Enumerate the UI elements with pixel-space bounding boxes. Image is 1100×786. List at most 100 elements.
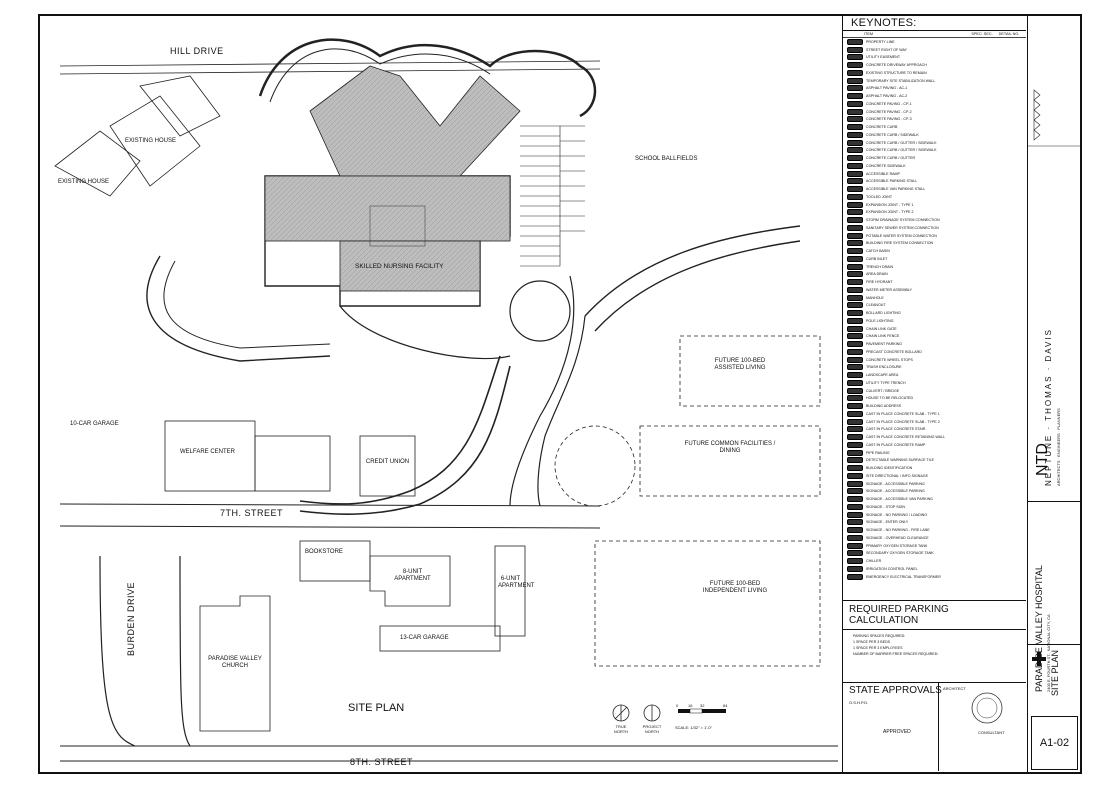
- keynote-item: HOUSE TO BE RELOCATED: [866, 396, 914, 401]
- keynote-item: STORM DRAINAGE SYSTEM CONNECTION: [866, 218, 940, 223]
- keynote-row: POTABLE WATER SYSTEM CONNECTION: [843, 232, 1026, 240]
- keynote-item: ACCESSIBLE PARKING STALL: [866, 179, 918, 184]
- keynotes-title: KEYNOTES:: [843, 16, 1026, 31]
- keynote-item: CAST IN PLACE CONCRETE RETAINING WALL: [866, 435, 946, 440]
- keynote-row: ASPHALT PAVING - AC-2: [843, 92, 1026, 100]
- keynote-number-tag: [847, 418, 863, 425]
- keynote-number-tag: [847, 496, 863, 503]
- scale-bar: [678, 708, 726, 714]
- keynote-row: CHAIN LINK GATE: [843, 325, 1026, 333]
- keynote-number-tag: [847, 480, 863, 487]
- keynote-item: CONCRETE DRIVEWAY APPROACH: [866, 63, 927, 68]
- keynote-number-tag: [847, 302, 863, 309]
- architect-seal: [971, 692, 1003, 724]
- keynote-item: UTILITY EASEMENT: [866, 55, 901, 60]
- keynote-row: EMERGENCY ELECTRICAL TRANSFORMER: [843, 573, 1026, 581]
- keynote-number-tag: [847, 147, 863, 154]
- keynote-item: CATCH BASIN: [866, 249, 890, 254]
- keynote-row: CONCRETE PAVING - CP-3: [843, 116, 1026, 124]
- keynote-item: SIGNAGE - ACCESSIBLE PARKING: [866, 481, 925, 486]
- label-13-car-garage: 13-CAR GARAGE: [400, 635, 449, 641]
- label-bookstore: BOOKSTORE: [305, 549, 343, 555]
- keynote-row: PIPE RAILING: [843, 449, 1026, 457]
- keynote-item: CONCRETE CURB: [866, 125, 898, 130]
- keynote-item: SIGNAGE - ACCESSIBLE PARKING: [866, 489, 925, 494]
- keynote-row: CONCRETE PAVING - CP-1: [843, 100, 1026, 108]
- keynote-item: EXISTING STRUCTURE TO REMAIN: [866, 70, 927, 75]
- keynote-number-tag: [847, 364, 863, 371]
- cross-icon: [1032, 652, 1046, 666]
- keynote-row: AREA DRAIN: [843, 271, 1026, 279]
- keynote-row: SIGNAGE - OVERHEAD CLEARANCE: [843, 534, 1026, 542]
- keynote-number-tag: [847, 116, 863, 123]
- keynote-item: PRIMARY OXYGEN STORAGE TANK: [866, 543, 928, 548]
- keynote-item: TEMPORARY SITE STABILIZATION WALL: [866, 78, 936, 83]
- keynote-row: CURB INLET: [843, 255, 1026, 263]
- keynote-item: SIGNAGE - OVERHEAD CLEARANCE: [866, 535, 929, 540]
- keynote-row: PRECAST CONCRETE BOLLARD: [843, 348, 1026, 356]
- keynote-row: FIRE HYDRANT: [843, 278, 1026, 286]
- firm-name: NEPTUNE · THOMAS · DAVIS: [1044, 328, 1053, 486]
- keynote-number-tag: [847, 449, 863, 456]
- keynote-row: CHAIN LINK FENCE: [843, 333, 1026, 341]
- keynote-row: MANHOLE: [843, 294, 1026, 302]
- keynote-item: CONCRETE SIDEWALK: [866, 163, 906, 168]
- keynote-row: EXISTING STRUCTURE TO REMAIN: [843, 69, 1026, 77]
- keynote-row: BUILDING IDENTIFICATION: [843, 464, 1026, 472]
- keynote-row: SIGNAGE - NO PARKING / LOADING: [843, 511, 1026, 519]
- keynote-item: CONCRETE PAVING - CP-3: [866, 117, 912, 122]
- parking-line: 1 SPACE PER 3 EMPLOYEES: [853, 646, 903, 650]
- keynote-row: CULVERT / BRIDGE: [843, 387, 1026, 395]
- keynote-row: UTILITY EASEMENT: [843, 54, 1026, 62]
- keynote-item: SECONDARY OXYGEN STORAGE TANK: [866, 551, 934, 556]
- keynote-row: BUILDING FIRE SYSTEM CONNECTION: [843, 240, 1026, 248]
- keynote-number-tag: [847, 224, 863, 231]
- keynote-item: CAST IN PLACE CONCRETE STAIR: [866, 427, 926, 432]
- keynote-number-tag: [847, 434, 863, 441]
- keynote-row: DETECTABLE WARNING SURFACE TILE: [843, 457, 1026, 465]
- keynote-number-tag: [847, 426, 863, 433]
- keynote-item: EMERGENCY ELECTRICAL TRANSFORMER: [866, 574, 941, 579]
- label-snf: SKILLED NURSING FACILITY: [355, 263, 444, 270]
- title-block: NTD NEPTUNE · THOMAS · DAVIS ARCHITECTS …: [1027, 16, 1081, 772]
- keynote-row: SIGNAGE - ENTER ONLY: [843, 519, 1026, 527]
- keynote-item: ACCESSIBLE RAMP: [866, 171, 900, 176]
- keynote-row: CONCRETE WHEEL STOPS: [843, 356, 1026, 364]
- keynote-row: SIGNAGE - STOP SIGN: [843, 503, 1026, 511]
- keynote-item: CAST IN PLACE CONCRETE SLAB - TYPE 2: [866, 419, 940, 424]
- keynote-row: SIGNAGE - ACCESSIBLE PARKING: [843, 488, 1026, 496]
- keynote-number-tag: [847, 465, 863, 472]
- revision-block: [1028, 89, 1081, 147]
- keynote-item: WATER METER ASSEMBLY: [866, 287, 913, 292]
- keynote-number-tag: [847, 255, 863, 262]
- keynote-row: UTILITY TYPE TRENCH: [843, 379, 1026, 387]
- keynote-row: PAVEMENT PARKING: [843, 340, 1026, 348]
- keynote-number-tag: [847, 472, 863, 479]
- label-10-car-garage: 10-CAR GARAGE: [70, 421, 119, 427]
- keynote-number-tag: [847, 170, 863, 177]
- keynote-number-tag: [847, 519, 863, 526]
- keynote-row: ACCESSIBLE VAN PARKING STALL: [843, 185, 1026, 193]
- keynote-number-tag: [847, 85, 863, 92]
- keynote-number-tag: [847, 573, 863, 580]
- keynote-number-tag: [847, 387, 863, 394]
- keynote-number-tag: [847, 93, 863, 100]
- keynote-number-tag: [847, 550, 863, 557]
- keynote-row: SIGNAGE - ACCESSIBLE VAN PARKING: [843, 495, 1026, 503]
- keynotes-col-item: ITEM: [864, 32, 874, 36]
- keynote-number-tag: [847, 193, 863, 200]
- keynotes-header: ITEM SPEC. SEC. DETAIL NO.: [843, 31, 1026, 38]
- keynote-item: SIGNAGE - ACCESSIBLE VAN PARKING: [866, 497, 933, 502]
- keynote-row: HOUSE TO BE RELOCATED: [843, 395, 1026, 403]
- keynote-number-tag: [847, 139, 863, 146]
- keynote-item: CONCRETE PAVING - CP-1: [866, 101, 912, 106]
- keynote-item: CHAIN LINK FENCE: [866, 334, 900, 339]
- keynote-number-tag: [847, 108, 863, 115]
- scale-tick: 64: [723, 703, 728, 708]
- keynote-item: PIPE RAILING: [866, 450, 890, 455]
- keynote-number-tag: [847, 294, 863, 301]
- parking-line: NUMBER OF BARRIER FREE SPACES REQUIRED:: [853, 652, 939, 656]
- keynote-item: BUILDING IDENTIFICATION: [866, 466, 913, 471]
- keynote-item: EXPANSION JOINT - TYPE 1: [866, 202, 914, 207]
